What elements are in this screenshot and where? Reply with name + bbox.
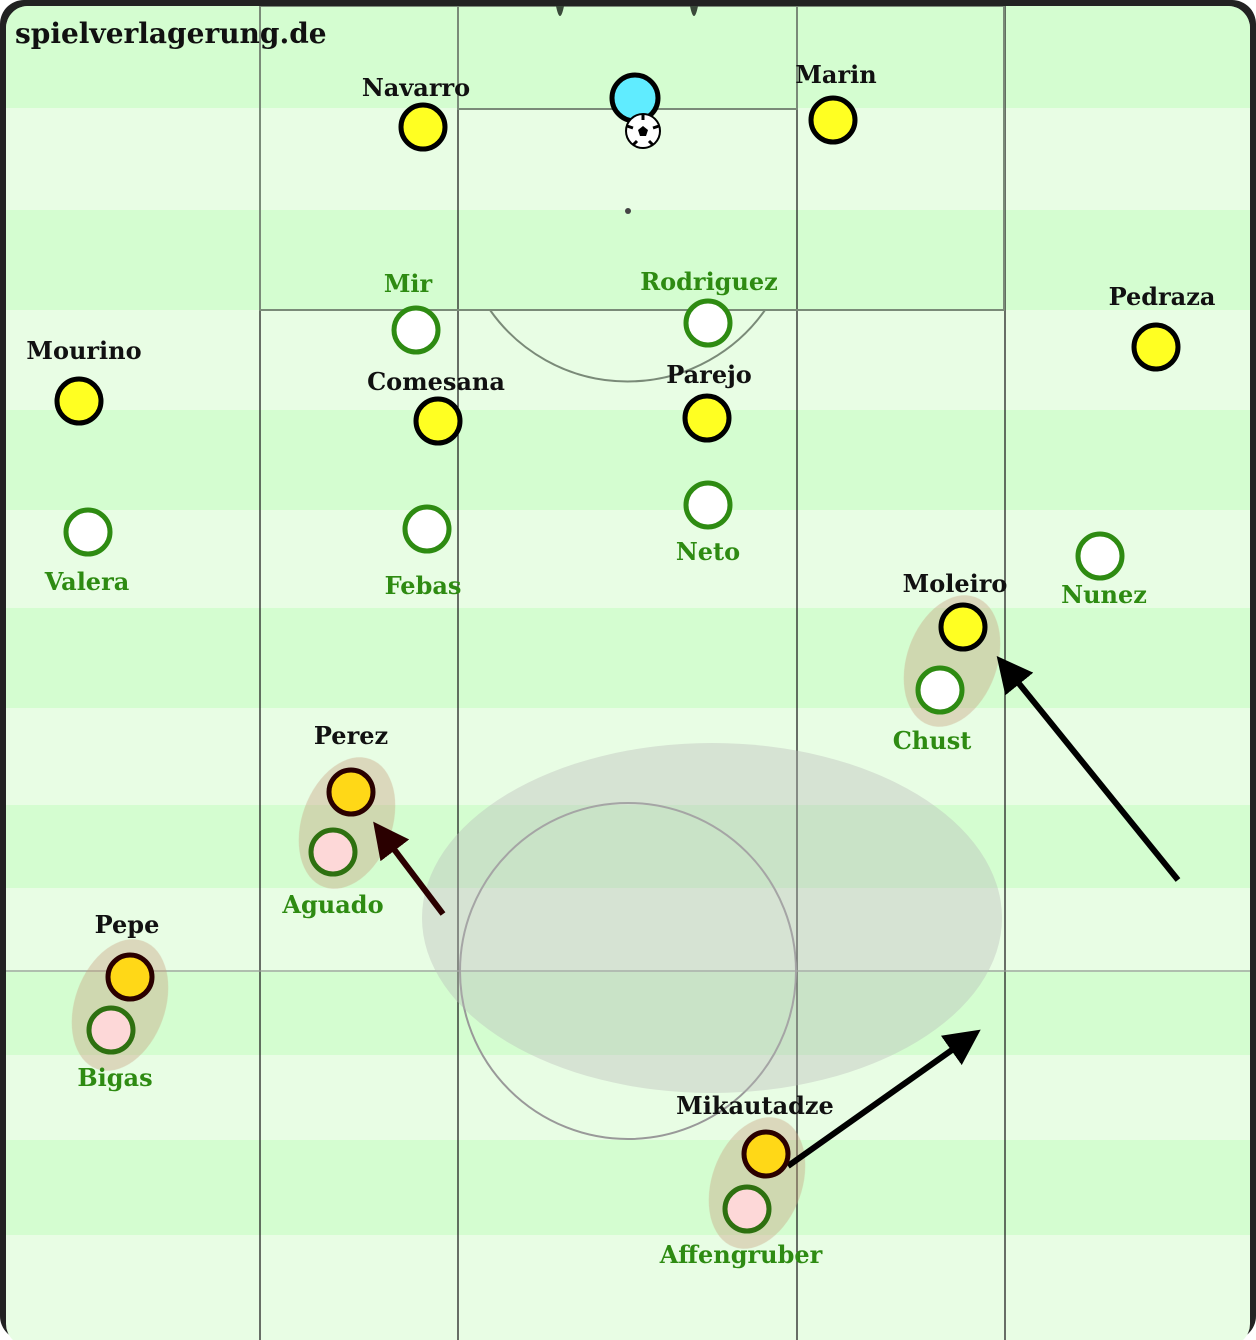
label-pepe: Pepe xyxy=(95,910,160,939)
player-navarro xyxy=(398,102,448,152)
label-pedraza: Pedraza xyxy=(1109,282,1216,311)
player-pedraza xyxy=(1131,322,1181,372)
label-perez: Perez xyxy=(314,721,388,750)
label-mourino: Mourino xyxy=(26,336,141,365)
player-marin xyxy=(808,95,858,145)
label-rodriguez: Rodriguez xyxy=(640,267,778,296)
player-chust xyxy=(915,665,965,715)
goalkeeper xyxy=(609,72,661,124)
pitch-markings xyxy=(6,6,1250,1140)
player-mourino xyxy=(54,376,104,426)
label-aguado: Aguado xyxy=(281,890,383,919)
player-febas xyxy=(402,504,452,554)
space-zone xyxy=(422,743,1002,1093)
label-nunez: Nunez xyxy=(1061,580,1147,609)
label-marin: Marin xyxy=(795,60,876,89)
player-rodriguez xyxy=(683,298,733,348)
team-a-highlighted xyxy=(105,767,791,1179)
brand-watermark: spielverlagerung.de xyxy=(15,17,327,50)
team-a xyxy=(54,95,1181,652)
player-bigas xyxy=(86,1005,136,1055)
player-perez xyxy=(326,767,376,817)
label-mikautadze: Mikautadze xyxy=(676,1091,834,1120)
label-valera: Valera xyxy=(44,567,130,596)
label-neto: Neto xyxy=(676,537,740,566)
player-pepe xyxy=(105,952,155,1002)
penalty-spot xyxy=(625,208,631,214)
ball-icon xyxy=(625,113,661,149)
label-comesana: Comesana xyxy=(367,367,505,396)
player-aguado xyxy=(308,827,358,877)
label-chust: Chust xyxy=(893,726,972,755)
player-mir xyxy=(391,305,441,355)
player-neto xyxy=(683,480,733,530)
team-b xyxy=(63,298,1125,715)
arrow-icon xyxy=(786,1029,981,1169)
player-comesana xyxy=(413,396,463,446)
pitch-stripes xyxy=(6,6,1250,1235)
team-b-highlighted xyxy=(86,827,772,1234)
label-febas: Febas xyxy=(385,571,462,600)
label-parejo: Parejo xyxy=(666,360,752,389)
arrow-icon xyxy=(373,821,446,916)
label-navarro: Navarro xyxy=(362,73,470,102)
player-valera xyxy=(63,507,113,557)
player-affengruber xyxy=(722,1184,772,1234)
label-bigas: Bigas xyxy=(77,1063,152,1092)
arrows xyxy=(373,656,1181,1169)
player-parejo xyxy=(682,393,732,443)
player-nunez xyxy=(1075,531,1125,581)
arrow-icon xyxy=(996,656,1181,882)
player-moleiro xyxy=(938,602,988,652)
label-moleiro: Moleiro xyxy=(903,569,1008,598)
player-mikautadze xyxy=(741,1129,791,1179)
label-affengruber: Affengruber xyxy=(659,1240,823,1269)
label-mir: Mir xyxy=(384,269,433,298)
